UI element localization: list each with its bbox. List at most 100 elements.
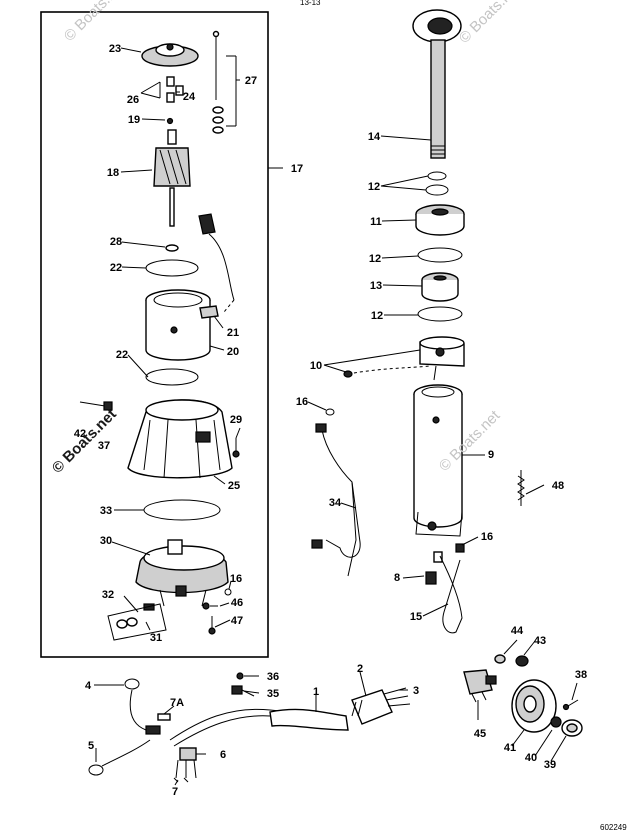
- part-tube-34: [311, 423, 361, 577]
- callout-19: 19: [128, 114, 140, 126]
- part-piston-13: [421, 272, 459, 302]
- watermark-top-right: © Boats.net: [456, 0, 524, 47]
- part-check-valve-8: [425, 551, 443, 585]
- part-o-ring-22-upper: [145, 259, 199, 277]
- part-terminal-35: [231, 685, 255, 697]
- part-screw-36: [236, 672, 244, 680]
- callout-14: 14: [368, 131, 381, 143]
- callout-12-mid: 12: [369, 253, 381, 265]
- callout-labels: 1 2 3 4 5 6 7 7A 8 9 10 11 12 12 12 13 1…: [74, 43, 587, 798]
- part-cylinder-9: [413, 384, 463, 537]
- callout-37: 37: [98, 440, 110, 452]
- part-connector-6: [173, 747, 197, 783]
- callout-22-upper: 22: [110, 262, 122, 274]
- part-screw-46: [202, 602, 218, 610]
- callout-22-lower: 22: [116, 349, 128, 361]
- part-bolts-27: [212, 30, 224, 134]
- part-screw-47: [208, 616, 216, 635]
- callout-40: 40: [525, 752, 537, 764]
- callout-32: 32: [102, 589, 114, 601]
- part-o-ring-12-low: [417, 306, 463, 322]
- part-washer-44: [494, 654, 506, 664]
- callout-18: 18: [107, 167, 119, 179]
- part-nut-43: [515, 655, 529, 667]
- part-tube-15: [439, 543, 465, 634]
- callout-36: 36: [267, 671, 279, 683]
- part-o-ring-16-mid: [325, 408, 335, 416]
- callout-6: 6: [220, 749, 226, 761]
- callout-12-low: 12: [371, 310, 383, 322]
- callout-46: 46: [231, 597, 243, 609]
- part-piston-rod-14: [412, 9, 462, 159]
- watermark-top-left: © Boats.net: [61, 0, 129, 45]
- callout-21: 21: [227, 327, 239, 339]
- part-bolt-42: [79, 401, 113, 411]
- part-o-rings-12-top: [425, 171, 449, 196]
- figure-code: 602249: [600, 823, 627, 832]
- part-cap-11: [415, 204, 465, 236]
- part-trunnion-10: [343, 336, 465, 381]
- part-bezel-41: [511, 679, 557, 733]
- callout-10: 10: [310, 360, 322, 372]
- part-pole-housing-25: [127, 399, 233, 479]
- callout-47: 47: [231, 615, 243, 627]
- callout-45: 45: [474, 728, 486, 740]
- callout-2: 2: [357, 663, 363, 675]
- callout-34: 34: [329, 497, 342, 509]
- callout-41: 41: [504, 742, 516, 754]
- part-o-ring-12-mid: [417, 247, 463, 263]
- header-fragment: 13-13: [300, 0, 321, 7]
- part-solenoid-2: [351, 687, 411, 725]
- part-brushes-26: [166, 76, 184, 125]
- part-o-ring-33: [143, 499, 221, 521]
- part-spring-48: [517, 470, 525, 506]
- callout-24: 24: [183, 91, 196, 103]
- part-lead-5: [88, 739, 151, 776]
- part-end-cap-23: [141, 43, 199, 67]
- callout-5: 5: [88, 740, 94, 752]
- part-screw-38: [562, 699, 579, 711]
- callout-44: 44: [511, 625, 524, 637]
- callout-17: 17: [291, 163, 303, 175]
- leader-lines: [94, 47, 578, 786]
- part-washer-40: [550, 716, 562, 728]
- part-armature-18: [153, 129, 191, 227]
- callout-16-right: 16: [481, 531, 493, 543]
- callout-27: 27: [245, 75, 257, 87]
- callout-15: 15: [410, 611, 422, 623]
- part-washer-28: [165, 244, 179, 252]
- callout-28: 28: [110, 236, 122, 248]
- motor-assembly-frame: [40, 11, 269, 658]
- callout-7: 7: [172, 786, 178, 798]
- callout-29: 29: [230, 414, 242, 426]
- callout-9: 9: [488, 449, 494, 461]
- callout-43: 43: [534, 635, 546, 647]
- callout-7a: 7A: [170, 697, 184, 709]
- callout-38: 38: [575, 669, 587, 681]
- part-thermal-switch-21: [198, 213, 235, 313]
- callout-12-top: 12: [368, 181, 380, 193]
- callout-16-left: 16: [230, 573, 242, 585]
- callout-42: 42: [74, 428, 86, 440]
- part-o-ring-22-lower: [145, 368, 199, 386]
- part-harness-1: [169, 708, 349, 747]
- callout-39: 39: [544, 759, 556, 771]
- part-knob-39: [561, 719, 583, 737]
- callout-31: 31: [150, 632, 162, 644]
- part-end-cap-assembly-30: [135, 539, 229, 607]
- callout-13: 13: [370, 280, 382, 292]
- callout-3: 3: [413, 685, 419, 697]
- callout-26: 26: [127, 94, 139, 106]
- callout-48: 48: [552, 480, 564, 492]
- part-switch-45: [463, 669, 497, 703]
- callout-16-mid: 16: [296, 396, 308, 408]
- callout-11: 11: [370, 216, 382, 228]
- callout-23: 23: [109, 43, 121, 55]
- callout-20: 20: [227, 346, 239, 358]
- callout-1: 1: [313, 686, 319, 698]
- part-lead-4: [124, 678, 147, 731]
- callout-25: 25: [228, 480, 240, 492]
- part-o-ring-16-left: [224, 588, 232, 596]
- part-frame-20: [145, 289, 219, 361]
